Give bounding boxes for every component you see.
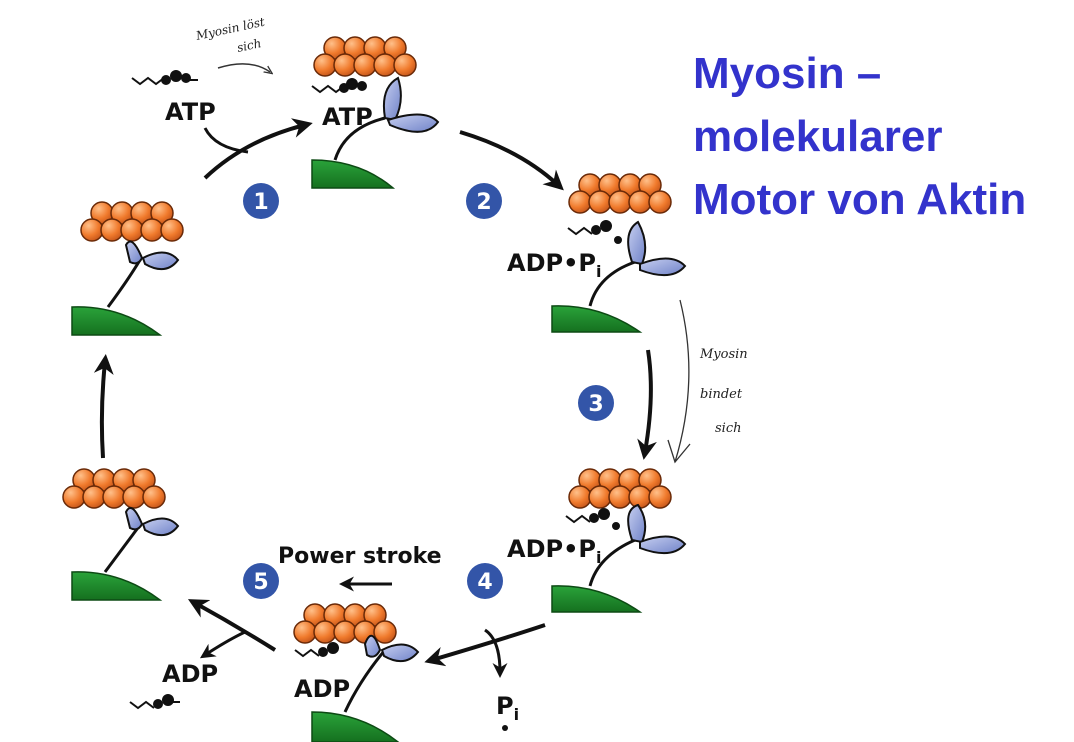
adp-pi-label-1: ADP•Pi	[507, 249, 602, 281]
myosin-head	[124, 240, 180, 271]
state-left-upper-rigor	[71, 201, 184, 336]
myosin-head	[124, 507, 180, 537]
myosin-neck	[343, 649, 387, 713]
arrow-left-up	[93, 354, 114, 459]
svg-text:5: 5	[253, 570, 268, 595]
svg-text:3: 3	[588, 392, 603, 417]
state-right-upper-adp-pi: ADP•Pi	[507, 173, 687, 333]
adp-free-label: ADP	[162, 660, 218, 688]
muscle-base	[71, 306, 163, 336]
arrow-step-5	[187, 599, 277, 652]
muscle-base	[551, 585, 643, 613]
arrow-atp-join	[203, 127, 249, 154]
step-badge-2: 2	[466, 183, 502, 219]
arrow-step-3	[637, 349, 657, 460]
muscle-base	[71, 571, 163, 601]
title-line-3: Motor von Aktin	[693, 175, 1027, 224]
myosin-head	[627, 503, 687, 555]
arrow-pi-release	[484, 628, 508, 678]
slide-title: Myosin – molekularer Motor von Aktin	[693, 42, 1068, 231]
actin-filament	[568, 173, 672, 214]
adp-pi-label-2: ADP•Pi	[507, 535, 602, 567]
adp-bound-label: ADP	[294, 675, 350, 703]
state-bottom-adp-bound: ADP	[293, 603, 420, 742]
actin-filament	[62, 468, 166, 509]
actin-filament	[293, 603, 397, 644]
actin-filament	[313, 36, 417, 77]
myosin-neck	[333, 116, 386, 161]
svg-text:4: 4	[477, 570, 492, 595]
myosin-neck	[103, 524, 142, 573]
svg-text:1: 1	[253, 190, 268, 215]
myosin-head	[382, 76, 440, 133]
handwritten-note-top: Myosin löst sich	[194, 15, 270, 72]
step-badge-3: 3	[578, 385, 614, 421]
step-badge-5: 5	[243, 563, 279, 599]
state-right-lower-adp-pi-bound: ADP•Pi	[507, 468, 687, 613]
svg-text:sich: sich	[715, 421, 741, 436]
adp-pi-molecule	[567, 220, 622, 244]
pi-label: Pi	[496, 692, 519, 724]
state-left-lower-rigor	[62, 468, 180, 601]
step-badge-1: 1	[243, 183, 279, 219]
arrow-step-1	[203, 118, 313, 180]
myosin-head	[363, 634, 420, 663]
atp-free-label: ATP	[165, 98, 216, 126]
actin-filament	[568, 468, 672, 509]
myosin-neck	[588, 538, 636, 587]
svg-text:sich: sich	[236, 36, 263, 55]
muscle-base	[311, 159, 396, 189]
svg-text:Myosin: Myosin	[699, 347, 748, 362]
step-badge-4: 4	[467, 563, 503, 599]
arrow-step-4	[424, 623, 546, 667]
pi-dot	[502, 725, 508, 731]
atp-bound-label: ATP	[322, 103, 373, 131]
svg-text:2: 2	[476, 190, 491, 215]
state-top-atp-bound: ATP	[311, 36, 440, 189]
muscle-base	[311, 711, 400, 742]
actin-filament	[80, 201, 184, 242]
svg-text:bindet: bindet	[700, 387, 743, 402]
myosin-head	[627, 220, 687, 277]
adp-molecule-free	[129, 694, 180, 710]
muscle-base	[551, 305, 643, 333]
power-stroke-label: Power stroke	[278, 544, 442, 569]
title-line-2: molekularer	[693, 112, 943, 161]
atp-molecule-bound	[311, 78, 367, 94]
arrow-adp-release	[199, 630, 246, 659]
arrow-step-2	[459, 130, 564, 191]
adp-molecule-bound	[294, 642, 339, 658]
myosin-neck	[588, 260, 636, 307]
title-line-1: Myosin –	[693, 49, 882, 98]
myosin-neck	[106, 259, 142, 308]
adp-pi-molecule	[565, 508, 620, 530]
atp-molecule-free	[131, 70, 198, 86]
handwritten-note-right: Myosin bindet sich	[667, 299, 748, 464]
